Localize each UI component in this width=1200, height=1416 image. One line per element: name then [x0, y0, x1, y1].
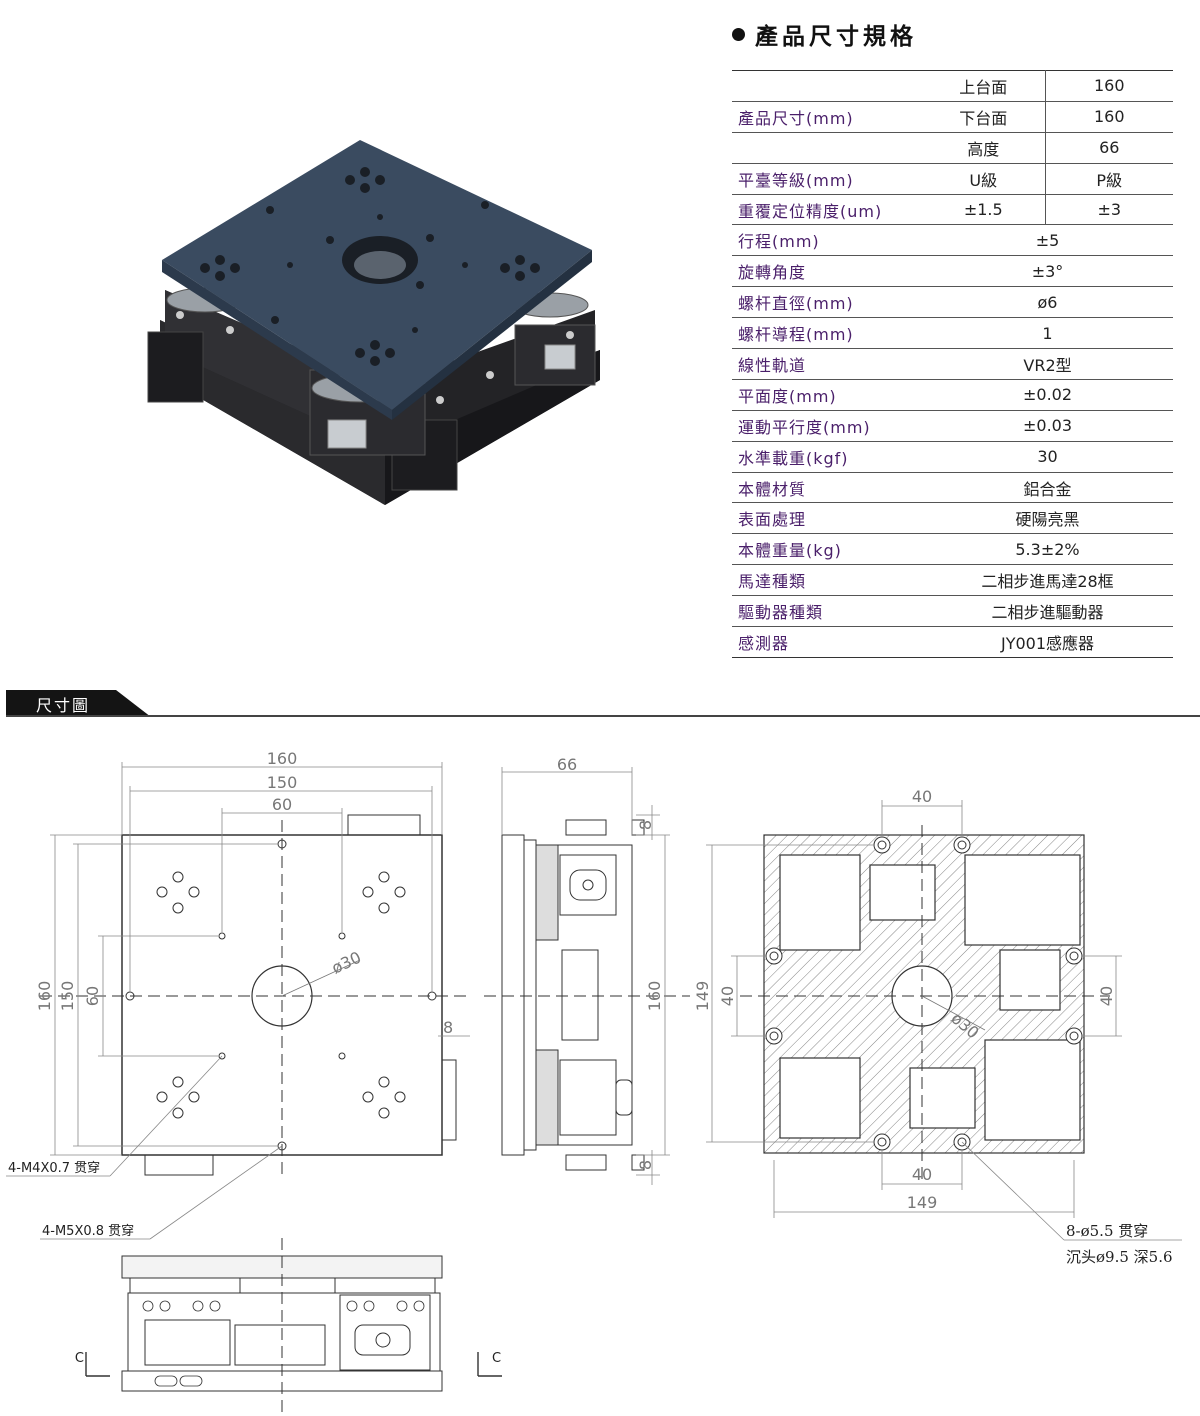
- top-value: 160: [1045, 70, 1173, 102]
- dim-bottom-v40-right: 40: [1097, 986, 1116, 1006]
- table-row: 馬達種類二相步進馬達28框: [732, 564, 1173, 597]
- table-row: 運動平行度(mm)±0.03: [732, 410, 1173, 442]
- table-row: 水準載重(kgf)30: [732, 441, 1173, 473]
- repeat-label: 重覆定位精度(um): [732, 194, 922, 226]
- dim-bottom-v149: 149: [693, 981, 712, 1012]
- dim-bottom-v40-left: 40: [718, 986, 737, 1006]
- dim-v160: 160: [35, 981, 54, 1012]
- product-render: [147, 140, 600, 505]
- dimension-drawing: 160 150 60 ø30 160 150 60 8 4-M4X0.7 贯穿 …: [6, 749, 1182, 1416]
- dim-66: 66: [557, 755, 577, 774]
- table-row: 螺杆直徑(mm)ø6: [732, 286, 1173, 319]
- table-row: 旋轉角度±3°: [732, 255, 1173, 288]
- section-tab: [6, 690, 151, 717]
- table-row: 重覆定位精度(um) ±1.5 ±3: [732, 194, 1173, 226]
- section-title: 尺寸圖: [36, 696, 91, 715]
- dim-60: 60: [272, 795, 292, 814]
- dim-side-8a: 8: [636, 820, 655, 830]
- spec-table: 上台面 160 產品尺寸(mm) 下台面 160 高度 66 平臺等級(mm) …: [732, 70, 1173, 658]
- table-row: 本體重量(kg)5.3±2%: [732, 533, 1173, 566]
- height-label: 高度: [922, 132, 1046, 164]
- dim-8: 8: [443, 1018, 453, 1037]
- section-divider: [6, 715, 1200, 717]
- bottom-label: 下台面: [922, 101, 1046, 133]
- height-value: 66: [1045, 132, 1173, 164]
- table-row: 螺杆導程(mm)1: [732, 317, 1173, 350]
- repeat-p: ±3: [1045, 194, 1173, 226]
- spec-heading: 產品尺寸規格: [732, 14, 917, 54]
- table-row: 高度 66: [732, 132, 1173, 164]
- section-mark-left: C: [75, 1351, 84, 1366]
- table-row: 本體材質鋁合金: [732, 472, 1173, 504]
- front-view: [85, 1238, 502, 1416]
- table-row: 行程(mm)±5: [732, 224, 1173, 257]
- spec-title: 產品尺寸規格: [755, 24, 917, 50]
- top-label: 上台面: [922, 70, 1046, 102]
- dim-side-8b: 8: [636, 1160, 655, 1170]
- side-view: [484, 767, 690, 1185]
- bullet-icon: [732, 27, 745, 41]
- table-row: 上台面 160: [732, 70, 1173, 102]
- table-row: 平面度(mm)±0.02: [732, 379, 1173, 411]
- dim-160: 160: [267, 749, 298, 768]
- note-m4: 4-M4X0.7 贯穿: [8, 1160, 100, 1176]
- dim-bottom-40-bottom: 40: [912, 1165, 932, 1184]
- table-row: 驅動器種類二相步進驅動器: [732, 595, 1173, 628]
- repeat-u: ±1.5: [922, 194, 1046, 226]
- dim-hole-30: ø30: [329, 948, 364, 978]
- dim-bottom-149: 149: [907, 1193, 938, 1212]
- dim-v60: 60: [83, 986, 102, 1006]
- table-row: 產品尺寸(mm) 下台面 160: [732, 101, 1173, 133]
- grade-label: 平臺等級(mm): [732, 163, 922, 195]
- bottom-value: 160: [1045, 101, 1173, 133]
- size-label: 產品尺寸(mm): [732, 101, 922, 133]
- top-view: [6, 762, 470, 1240]
- note-m5: 4-M5X0.8 贯穿: [42, 1223, 134, 1239]
- dim-side-160: 160: [645, 981, 664, 1012]
- dim-bottom-40-top: 40: [912, 787, 932, 806]
- grade-p: P級: [1045, 163, 1173, 195]
- dim-150: 150: [267, 773, 298, 792]
- table-row: 表面處理硬陽亮黑: [732, 502, 1173, 535]
- bottom-view: [706, 800, 1182, 1241]
- grade-u: U級: [922, 163, 1046, 195]
- note-holes-2: 沉头ø9.5 深5.6: [1066, 1248, 1173, 1266]
- note-holes-1: 8-ø5.5 贯穿: [1066, 1222, 1148, 1240]
- section-mark-right: C: [492, 1351, 501, 1366]
- dim-v150: 150: [58, 981, 77, 1012]
- table-row: 平臺等級(mm) U級 P級: [732, 163, 1173, 195]
